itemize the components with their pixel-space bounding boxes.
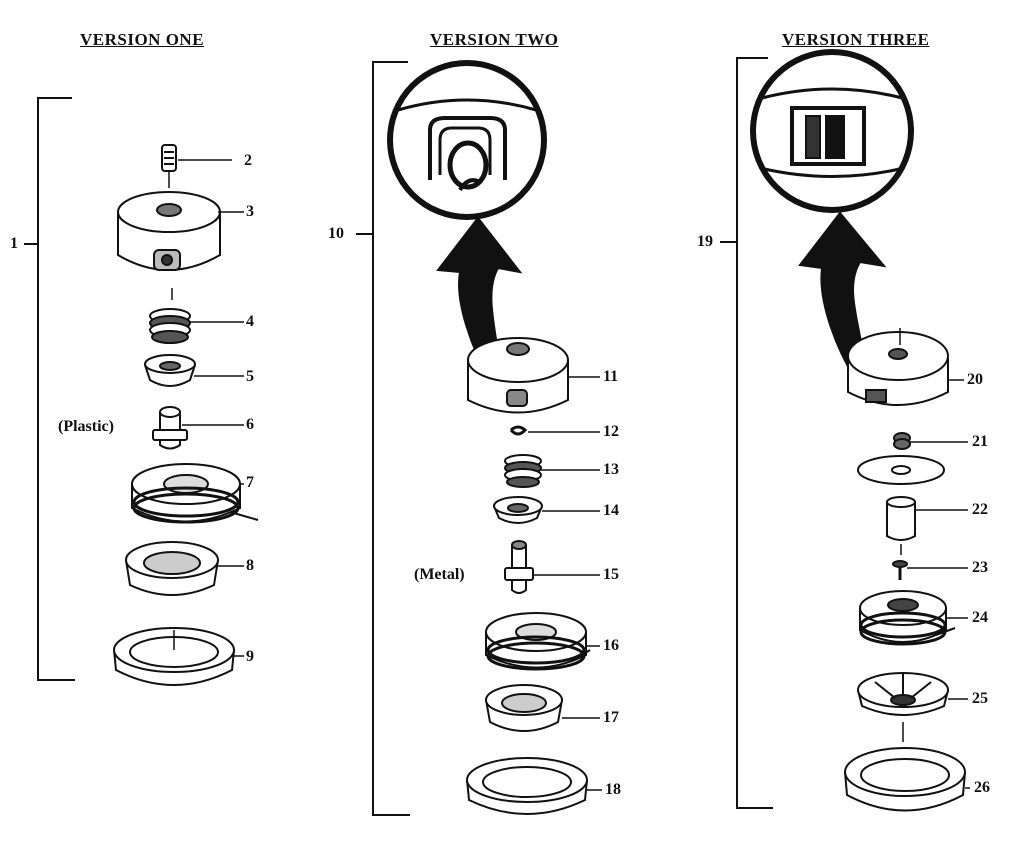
note-metal: (Metal) [414,566,465,583]
v2-part-16-spool [485,612,591,671]
callout-12: 12 [603,423,619,440]
callout-11: 11 [603,368,619,385]
v3-part-22-plate-and-shaft [857,455,945,555]
v2-part-17-spool-retainer [485,684,563,732]
callout-14: 14 [603,502,619,519]
v1-part-7-spool [131,463,259,524]
v3-part-24-spool [859,590,956,646]
callout-1: 1 [10,235,18,252]
v2-detail-magnifier [387,60,547,220]
v2-part-12-clip [509,425,528,436]
v2-part-11-housing-cap [467,337,569,414]
v3-part-26-cover-ring [844,747,966,812]
v3-part-25-spool-hub [857,672,949,716]
callout-18: 18 [605,781,621,798]
callout-20: 20 [967,371,983,388]
callout-4: 4 [246,313,254,330]
v2-part-14-washer [493,496,543,524]
v1-part-5-washer [144,354,196,387]
bracket-version-two [372,61,410,816]
callout-2: 2 [244,152,252,169]
callout-22: 22 [972,501,988,518]
callout-5: 5 [246,368,254,385]
callout-26: 26 [974,779,990,796]
v3-part-23-screw [892,560,908,580]
callout-9: 9 [246,648,254,665]
header-version-three: VERSION THREE [782,30,930,49]
header-version-two: VERSION TWO [430,30,559,49]
v1-part-4-spring [149,308,191,344]
callout-17: 17 [603,709,619,726]
v2-part-15-metal-spindle [504,540,534,594]
v1-part-6-plastic-spindle [152,406,188,450]
callout-25: 25 [972,690,988,707]
v2-part-13-spring [504,454,542,488]
callout-16: 16 [603,637,619,654]
callout-3: 3 [246,203,254,220]
callout-19: 19 [697,233,713,250]
bracket-version-three [736,57,773,809]
bracket-version-one [37,97,75,681]
v3-part-21-nut [893,432,911,450]
callout-21: 21 [972,433,988,450]
note-plastic: (Plastic) [58,418,114,435]
v1-part-8-spool-retainer [125,541,219,596]
v1-part-2-bolt [161,144,177,188]
callout-7: 7 [246,474,254,491]
v2-part-18-cover-ring [466,757,588,815]
v1-part-3-housing-cap [117,191,221,271]
v3-detail-magnifier [750,49,914,213]
callout-23: 23 [972,559,988,576]
v3-part-20-housing-cap [847,328,949,406]
callout-8: 8 [246,557,254,574]
callout-24: 24 [972,609,988,626]
callout-6: 6 [246,416,254,433]
callout-13: 13 [603,461,619,478]
v1-part-9-cover-ring [113,627,235,686]
callout-10: 10 [328,225,344,242]
header-version-one: VERSION ONE [80,30,205,49]
callout-15: 15 [603,566,619,583]
